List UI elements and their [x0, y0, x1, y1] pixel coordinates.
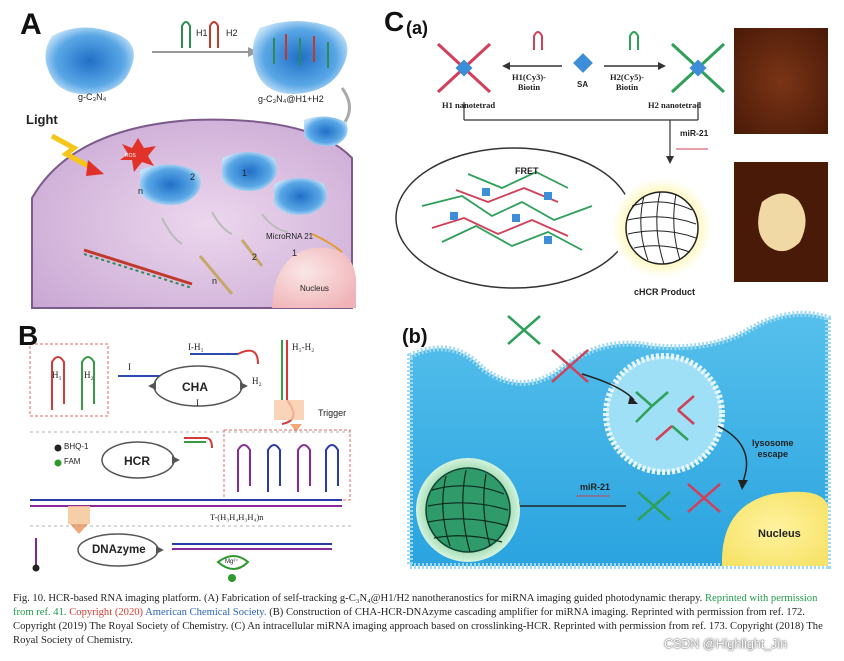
label-ih1: I-H₁: [188, 342, 204, 352]
label-h2-biotin: H2(Cy5)- Biotin: [610, 72, 644, 92]
label-lysosome-escape: lysosome escape: [752, 438, 794, 459]
label-microrna: MicroRNA 21: [266, 232, 314, 241]
label-h2-nanotetrad: H2 nanotetrad: [648, 100, 702, 110]
label-sa: SA: [577, 80, 589, 89]
label-h1h2: H₁-H₂: [292, 342, 315, 352]
panel-b-letter: B: [18, 320, 39, 351]
label-step-2b: 2: [252, 252, 258, 262]
label-nucleus-a: Nucleus: [300, 284, 329, 293]
panel-c: [372, 6, 832, 584]
label-h1-biotin: H1(Cy3)- Biotin: [512, 72, 546, 92]
label-dnazyme: DNAzyme: [92, 544, 146, 556]
label-fam: FAM: [64, 457, 81, 466]
figure-caption: Fig. 10. HCR-based RNA imaging platform.…: [13, 592, 833, 648]
caption-reprint-link[interactable]: Reprinted with permission from ref. 41.: [13, 593, 818, 618]
caption-part-5: (B) Construction of CHA-HCR-DNAzyme casc…: [13, 607, 823, 646]
panel-b: [12, 320, 364, 582]
label-chcr-product: cHCR Product: [634, 287, 696, 297]
panel-c-letter: C: [384, 6, 405, 37]
label-initiator: I: [128, 362, 131, 372]
panel-a-illustration: [31, 21, 356, 309]
label-step-2: 2: [190, 172, 196, 182]
label-h2-arrow: H₂: [252, 376, 262, 386]
label-step-n2: n: [212, 276, 218, 286]
panel-c-illustration: [395, 28, 831, 569]
label-h2-b: H₂: [84, 370, 94, 380]
panel-a-letter: A: [20, 8, 42, 41]
h1-nanotetrad: [436, 42, 492, 94]
label-step-1: 1: [242, 168, 248, 178]
g-c3n4-sheet: [45, 27, 134, 95]
label-product: g-C₃N₄@H1+H2: [258, 94, 324, 104]
label-trigger: Trigger: [318, 408, 347, 418]
h2-nanotetrad: [670, 42, 726, 94]
label-fret: FRET: [515, 166, 539, 176]
label-mg: Mg²⁺: [225, 559, 239, 565]
label-light: Light: [26, 112, 58, 127]
caption-part-1: Fig. 10. HCR-based RNA imaging platform.…: [13, 593, 703, 604]
panel-c-sub-a: (a): [406, 18, 428, 38]
label-hcr: HCR: [124, 454, 150, 468]
label-mir21-b: miR-21: [580, 482, 611, 492]
lysosome: [603, 353, 725, 475]
panel-a: [12, 8, 364, 313]
label-nucleus-c: Nucleus: [758, 528, 801, 540]
ros-star: [120, 138, 156, 172]
label-cha: CHA: [182, 380, 208, 394]
label-polymer: T-(H₃H₄H₃H₄)n: [210, 512, 264, 522]
label-h1: H1: [196, 28, 208, 38]
label-i-return: I: [196, 398, 199, 408]
nucleus-c: [721, 491, 828, 566]
label-step-n: n: [138, 186, 144, 196]
label-h1-nanotetrad: H1 nanotetrad: [442, 100, 496, 110]
label-step-1b: 1: [292, 248, 298, 258]
panel-c-sub-b: (b): [402, 326, 428, 348]
label-bhq: BHQ-1: [64, 442, 89, 451]
watermark: CSDN @Highlight_Jin: [664, 637, 788, 651]
caption-publisher-link[interactable]: American Chemical Society.: [145, 607, 267, 618]
caption-copyright: Copyright (2020): [69, 607, 144, 618]
label-g-c3n4: g-C₃N₄: [78, 92, 107, 102]
label-ros: ROS: [125, 153, 136, 159]
panel-b-schematic: [29, 340, 352, 582]
label-mir21-a: miR-21: [680, 128, 709, 138]
label-h1-b: H₁: [52, 370, 62, 380]
afm-image-tetrads: [734, 28, 828, 134]
label-h2: H2: [226, 28, 238, 38]
nucleus: [272, 247, 356, 308]
